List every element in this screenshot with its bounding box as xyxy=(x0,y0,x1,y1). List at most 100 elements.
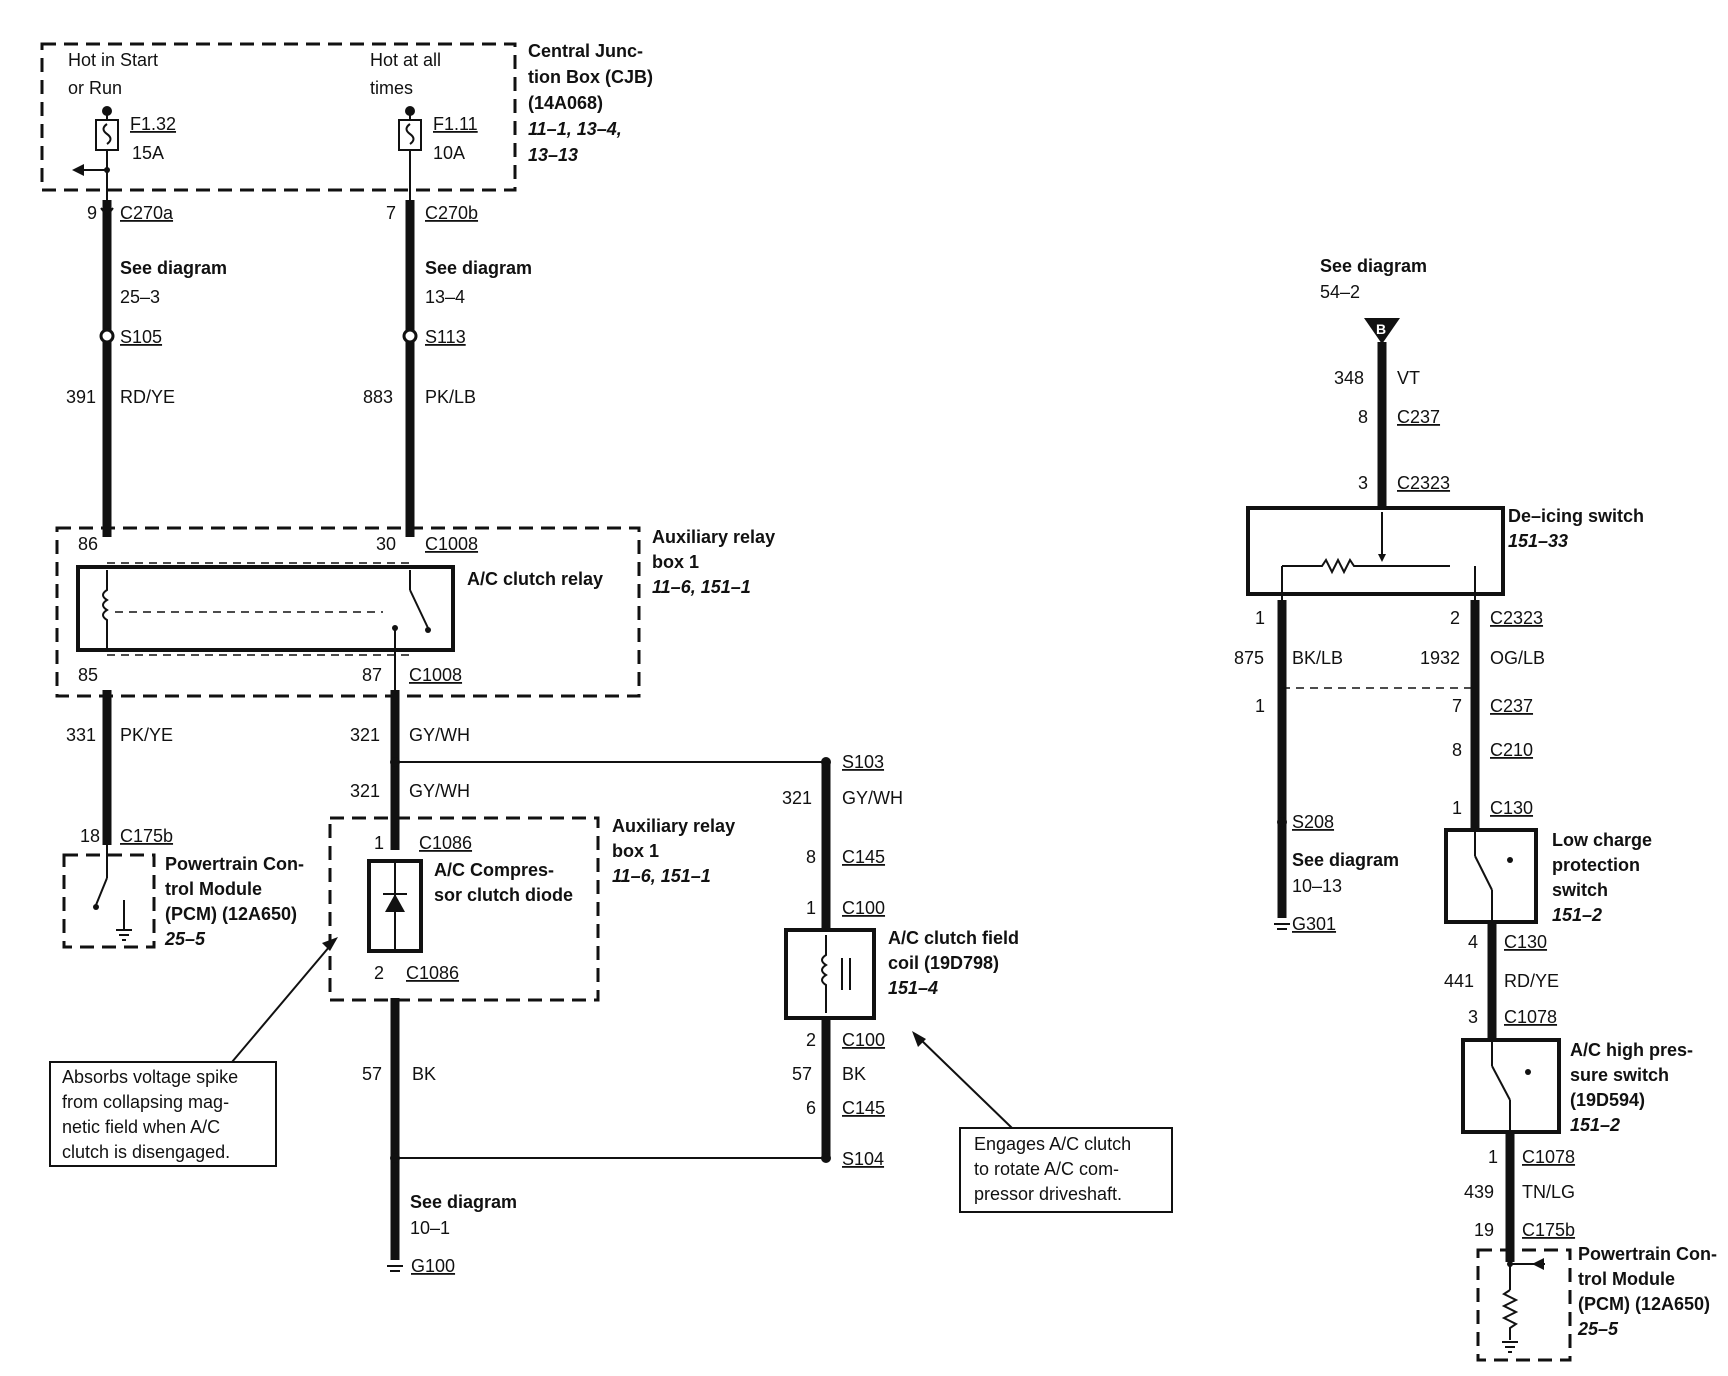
ac-clutch-relay: A/C clutch relay Auxiliary relay box 1 1… xyxy=(55,526,775,698)
pcm-title-2: trol Module xyxy=(165,879,262,899)
pcm-ref: 25–5 xyxy=(164,929,206,949)
pin-label: 1 xyxy=(806,898,816,918)
note-text: pressor driveshaft. xyxy=(974,1184,1122,1204)
connector-c1078-top: C1078 xyxy=(1504,1007,1557,1027)
deicing-ref: 151–33 xyxy=(1508,531,1568,551)
wire-color: GY/WH xyxy=(409,725,470,745)
see-diagram-title: See diagram xyxy=(1320,256,1427,276)
connector-c1078-bottom: C1078 xyxy=(1522,1147,1575,1167)
clutch-circuit: S103 321 GY/WH 8 C145 1 C100 2 C100 57 B… xyxy=(395,752,1019,1169)
pin-label: 1 xyxy=(374,833,384,853)
see-diagram-title: See diagram xyxy=(120,258,227,278)
pcm-title: Powertrain Con- xyxy=(1578,1244,1717,1264)
high-pressure-ref: 151–2 xyxy=(1570,1115,1620,1135)
cjb-title: Central Junc- xyxy=(528,41,643,61)
pin-label: 7 xyxy=(1452,696,1462,716)
coil-icon xyxy=(784,928,876,1020)
pin-label: 1 xyxy=(1255,696,1265,716)
wire-number: 331 xyxy=(66,725,96,745)
wire-number: 57 xyxy=(792,1064,812,1084)
pin-label: 2 xyxy=(374,963,384,983)
splice-s208: S208 xyxy=(1292,812,1334,832)
coil-title-2: coil (19D798) xyxy=(888,953,999,973)
wire-number: 321 xyxy=(350,725,380,745)
wire-number: 57 xyxy=(362,1064,382,1084)
diode-title-2: sor clutch diode xyxy=(434,885,573,905)
fuse1-name: F1.32 xyxy=(130,114,176,134)
relay-box2-title-2: box 1 xyxy=(612,841,659,861)
see-diagram-ref: 25–3 xyxy=(120,287,160,307)
pin-86: 86 xyxy=(78,534,98,554)
splice-s105: S105 xyxy=(120,327,162,347)
connector-c1008-top: C1008 xyxy=(425,534,478,554)
relay-box-ref: 11–6, 151–1 xyxy=(652,577,751,597)
connector-c237-mid: C237 xyxy=(1490,696,1533,716)
wire-color: OG/LB xyxy=(1490,648,1545,668)
pin-label: 8 xyxy=(1358,407,1368,427)
wire-color: PK/LB xyxy=(425,387,476,407)
note-text: Engages A/C clutch xyxy=(974,1134,1131,1154)
wire-color: RD/YE xyxy=(120,387,175,407)
wire-number: 1932 xyxy=(1420,648,1460,668)
high-pressure-title-2: sure switch xyxy=(1570,1065,1669,1085)
see-diagram-title: See diagram xyxy=(410,1192,517,1212)
cjb-ref: 11–1, 13–4, xyxy=(528,119,622,139)
wire-color: GY/WH xyxy=(409,781,470,801)
note-text: from collapsing mag- xyxy=(62,1092,229,1112)
connector-c2323-bottom: C2323 xyxy=(1490,608,1543,628)
see-diagram-title: See diagram xyxy=(1292,850,1399,870)
cjb-title-2: tion Box (CJB) xyxy=(528,67,653,87)
pin-label: 9 xyxy=(87,203,97,223)
connector-c130-bottom: C130 xyxy=(1504,932,1547,952)
wire-color: PK/YE xyxy=(120,725,173,745)
fuse2-rating: 10A xyxy=(433,143,465,163)
connector-c1008-bottom: C1008 xyxy=(409,665,462,685)
note-clutch: Engages A/C clutch to rotate A/C com- pr… xyxy=(912,1031,1173,1213)
pin-label: 19 xyxy=(1474,1220,1494,1240)
connector-c1086-top: C1086 xyxy=(419,833,472,853)
wire-color: BK xyxy=(412,1064,436,1084)
low-charge-title: Low charge xyxy=(1552,830,1652,850)
pin-label: 8 xyxy=(1452,740,1462,760)
pin-label: 3 xyxy=(1468,1007,1478,1027)
wire-color: GY/WH xyxy=(842,788,903,808)
hot-at-all-label: Hot at all xyxy=(370,50,441,70)
connector-letter: B xyxy=(1376,321,1386,337)
splice-s104: S104 xyxy=(842,1149,884,1169)
low-charge-title-3: switch xyxy=(1552,880,1608,900)
wire-number: 883 xyxy=(363,387,393,407)
pcm-title-3: (PCM) (12A650) xyxy=(1578,1294,1710,1314)
connector-c175b: C175b xyxy=(120,826,173,846)
low-charge-ref: 151–2 xyxy=(1552,905,1602,925)
relay-name: A/C clutch relay xyxy=(467,569,603,589)
wire-color: VT xyxy=(1397,368,1420,388)
connector-c100-bottom: C100 xyxy=(842,1030,885,1050)
wire-number: 348 xyxy=(1334,368,1364,388)
see-diagram-title: See diagram xyxy=(425,258,532,278)
pin-label: 4 xyxy=(1468,932,1478,952)
connector-c2323-top: C2323 xyxy=(1397,473,1450,493)
wire-number: 321 xyxy=(350,781,380,801)
wire-number: 441 xyxy=(1444,971,1474,991)
pcm-title-3: (PCM) (12A650) xyxy=(165,904,297,924)
cjb-part: (14A068) xyxy=(528,93,603,113)
connector-c270b: C270b xyxy=(425,203,478,223)
pin-label: 7 xyxy=(386,203,396,223)
middle-circuit: 7 C270b See diagram 13–4 S113 883 PK/LB … xyxy=(328,200,735,1276)
connector-c1086-bottom: C1086 xyxy=(406,963,459,983)
hot-in-start-label: Hot in Start xyxy=(68,50,158,70)
see-diagram-ref: 13–4 xyxy=(425,287,465,307)
coil-title: A/C clutch field xyxy=(888,928,1019,948)
deicing-title: De–icing switch xyxy=(1508,506,1644,526)
pin-label: 1 xyxy=(1255,608,1265,628)
connector-b-icon xyxy=(1364,318,1400,344)
left-circuit: 9 C270a See diagram 25–3 S105 391 RD/YE … xyxy=(62,200,304,949)
cjb-ref-2: 13–13 xyxy=(528,145,578,165)
pin-label: 3 xyxy=(1358,473,1368,493)
connector-c210: C210 xyxy=(1490,740,1533,760)
connector-c175b: C175b xyxy=(1522,1220,1575,1240)
relay-box-title-2: box 1 xyxy=(652,552,699,572)
note-text: Absorbs voltage spike xyxy=(62,1067,238,1087)
pin-label: 1 xyxy=(1452,798,1462,818)
